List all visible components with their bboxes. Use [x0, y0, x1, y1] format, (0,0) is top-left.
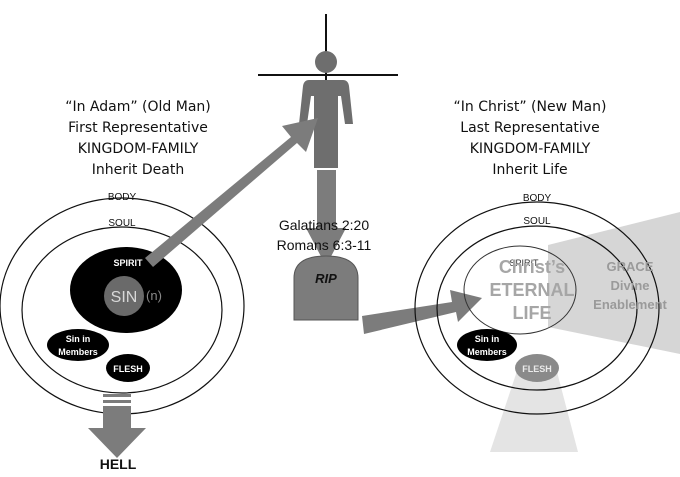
left-sin-in-members-line2: Members — [58, 347, 98, 357]
hell-arrow-stripe — [103, 394, 131, 397]
left-heading-line4: Inherit Death — [91, 162, 185, 178]
christs-life-line2: ETERNAL — [490, 280, 575, 300]
sin-suffix-label: (n) — [146, 288, 162, 303]
right-soul-label: SOUL — [523, 216, 551, 227]
tombstone-icon — [293, 255, 359, 321]
verse-romans: Romans 6:3-11 — [277, 237, 372, 253]
right-sin-in-members-oval — [457, 329, 517, 361]
right-body-circle — [414, 201, 660, 415]
christs-life-line1: Christ’s — [499, 257, 565, 277]
grace-line3: Enablement — [593, 297, 667, 312]
right-spirit-label: SPIRIT — [509, 258, 539, 268]
left-body-label: BODY — [108, 192, 137, 203]
tombstone-label: RIP — [315, 271, 337, 286]
right-spirit-circle — [463, 245, 577, 335]
left-heading-line1: “In Adam” (Old Man) — [65, 99, 211, 115]
hell-down-arrow — [88, 406, 146, 458]
left-heading: “In Adam” (Old Man) First Representative… — [38, 97, 238, 181]
right-heading-line4: Inherit Life — [492, 162, 568, 178]
right-heading-line2: Last Representative — [460, 120, 600, 136]
right-soul-circle — [436, 225, 638, 391]
hell-label: HELL — [100, 456, 137, 472]
christs-life-line3: LIFE — [513, 303, 552, 323]
right-sin-in-members-line2: Members — [467, 347, 507, 357]
grace-line2: Divine — [610, 278, 649, 293]
right-body-label: BODY — [523, 193, 552, 204]
down-arrow-to-tomb — [306, 170, 346, 266]
right-heading-line3: KINGDOM-FAMILY — [469, 141, 591, 157]
right-heading: “In Christ” (New Man) Last Representativ… — [430, 97, 630, 181]
right-sin-in-members-line1: Sin in — [475, 334, 500, 344]
arrow-to-new-man — [362, 290, 482, 334]
verse-galatians: Galatians 2:20 — [279, 217, 369, 233]
left-sin-in-members-line1: Sin in — [66, 334, 91, 344]
grace-beam — [548, 212, 680, 354]
left-soul-label: SOUL — [108, 218, 136, 229]
right-flesh-label: FLESH — [522, 364, 552, 374]
diagonal-arrow-to-cross — [145, 118, 318, 267]
left-sin-in-members-oval — [47, 329, 109, 361]
right-flesh-oval — [515, 354, 559, 382]
sin-circle — [104, 276, 144, 316]
hell-arrow-stripe — [103, 400, 131, 403]
crucified-figure-icon — [299, 51, 353, 168]
right-heading-line1: “In Christ” (New Man) — [453, 99, 607, 115]
left-heading-line2: First Representative — [68, 120, 208, 136]
left-soul-circle — [21, 226, 223, 394]
left-flesh-oval — [106, 354, 150, 382]
left-heading-line3: KINGDOM-FAMILY — [77, 141, 199, 157]
left-spirit-label: SPIRIT — [113, 258, 143, 268]
grace-line1: GRACE — [607, 259, 654, 274]
left-flesh-label: FLESH — [113, 364, 143, 374]
sin-label: SIN — [111, 289, 138, 306]
